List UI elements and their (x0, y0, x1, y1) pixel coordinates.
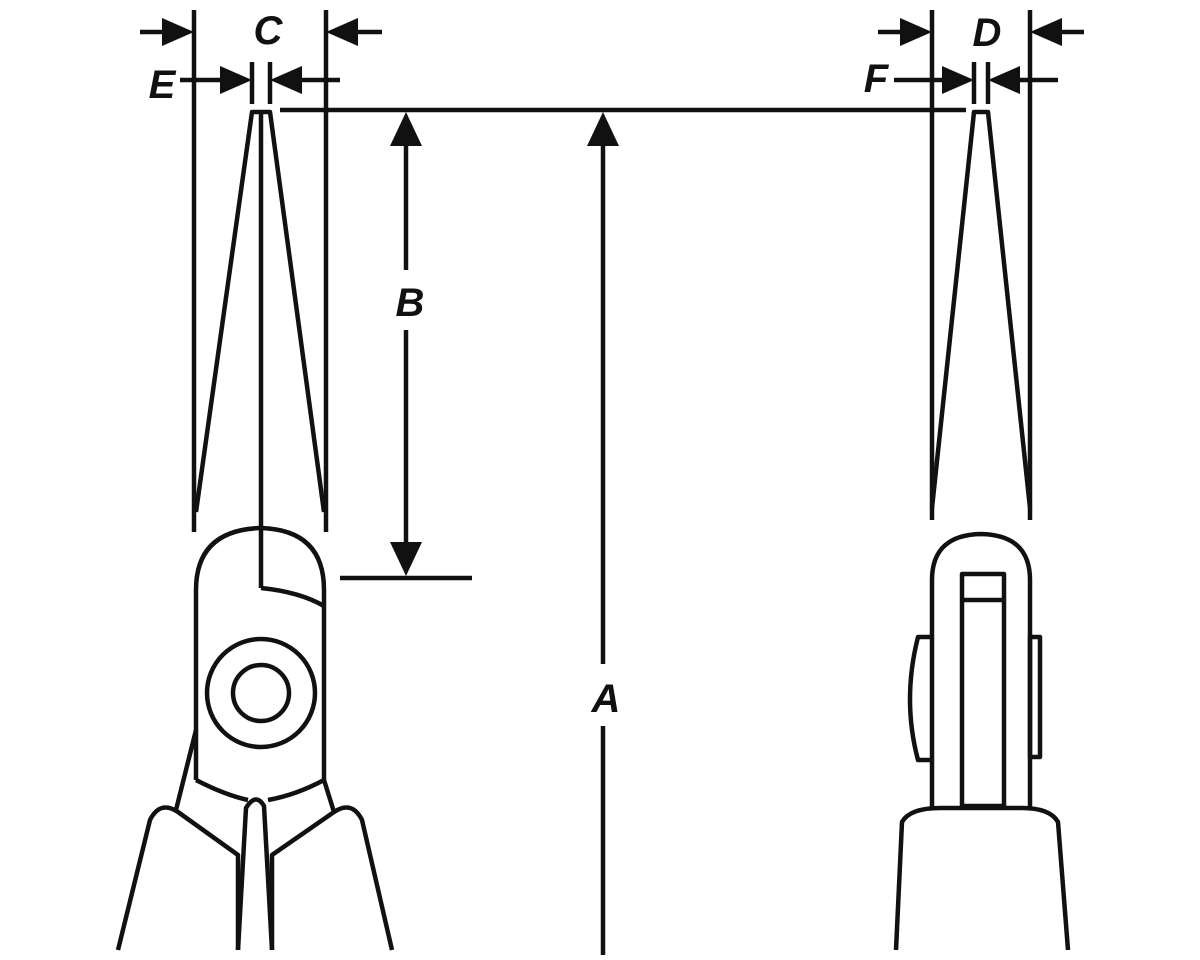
side-pivot-nut-left (907, 634, 932, 763)
dimension-a-arrow-top (587, 112, 619, 146)
dimension-b-arrow-bottom (390, 542, 422, 576)
side-handle-outline (893, 805, 1071, 951)
front-neck-left (173, 729, 249, 811)
front-neck-right (267, 778, 337, 813)
label-a: A (591, 677, 621, 721)
dimension-c-arrow-left (162, 18, 194, 46)
label-c: C (254, 9, 284, 53)
dimension-e-arrow-right (270, 66, 302, 94)
side-view-pliers (893, 10, 1071, 951)
front-handle-right (269, 805, 395, 951)
label-f: F (864, 57, 890, 101)
side-jaw-outline (929, 109, 1033, 509)
front-head-outline (193, 525, 327, 780)
dimension-f-arrow-right (988, 66, 1020, 94)
side-head-slot (959, 571, 1007, 809)
dimension-e-arrow-left (220, 66, 252, 94)
pivot-outer-ring (204, 636, 318, 750)
dimension-b-arrow-top (390, 112, 422, 146)
label-e: E (149, 63, 177, 107)
dimension-lines (140, 18, 1084, 955)
side-pivot-nut-right (1027, 634, 1043, 760)
side-head-outline (929, 531, 1033, 810)
dimension-d-arrow-right (1030, 18, 1062, 46)
front-view-pliers (115, 10, 395, 951)
dimension-d-arrow-left (900, 18, 932, 46)
label-d: D (973, 11, 1002, 55)
label-b: B (396, 281, 425, 325)
front-head-notch (260, 585, 326, 608)
dimension-c-arrow-right (326, 18, 358, 46)
front-handle-left (115, 805, 241, 951)
dimension-f-arrow-left (942, 66, 974, 94)
front-handle-center-spring (235, 797, 275, 951)
dimension-labels: C E B A D F (149, 9, 1002, 721)
pivot-inner-ring (230, 662, 292, 724)
